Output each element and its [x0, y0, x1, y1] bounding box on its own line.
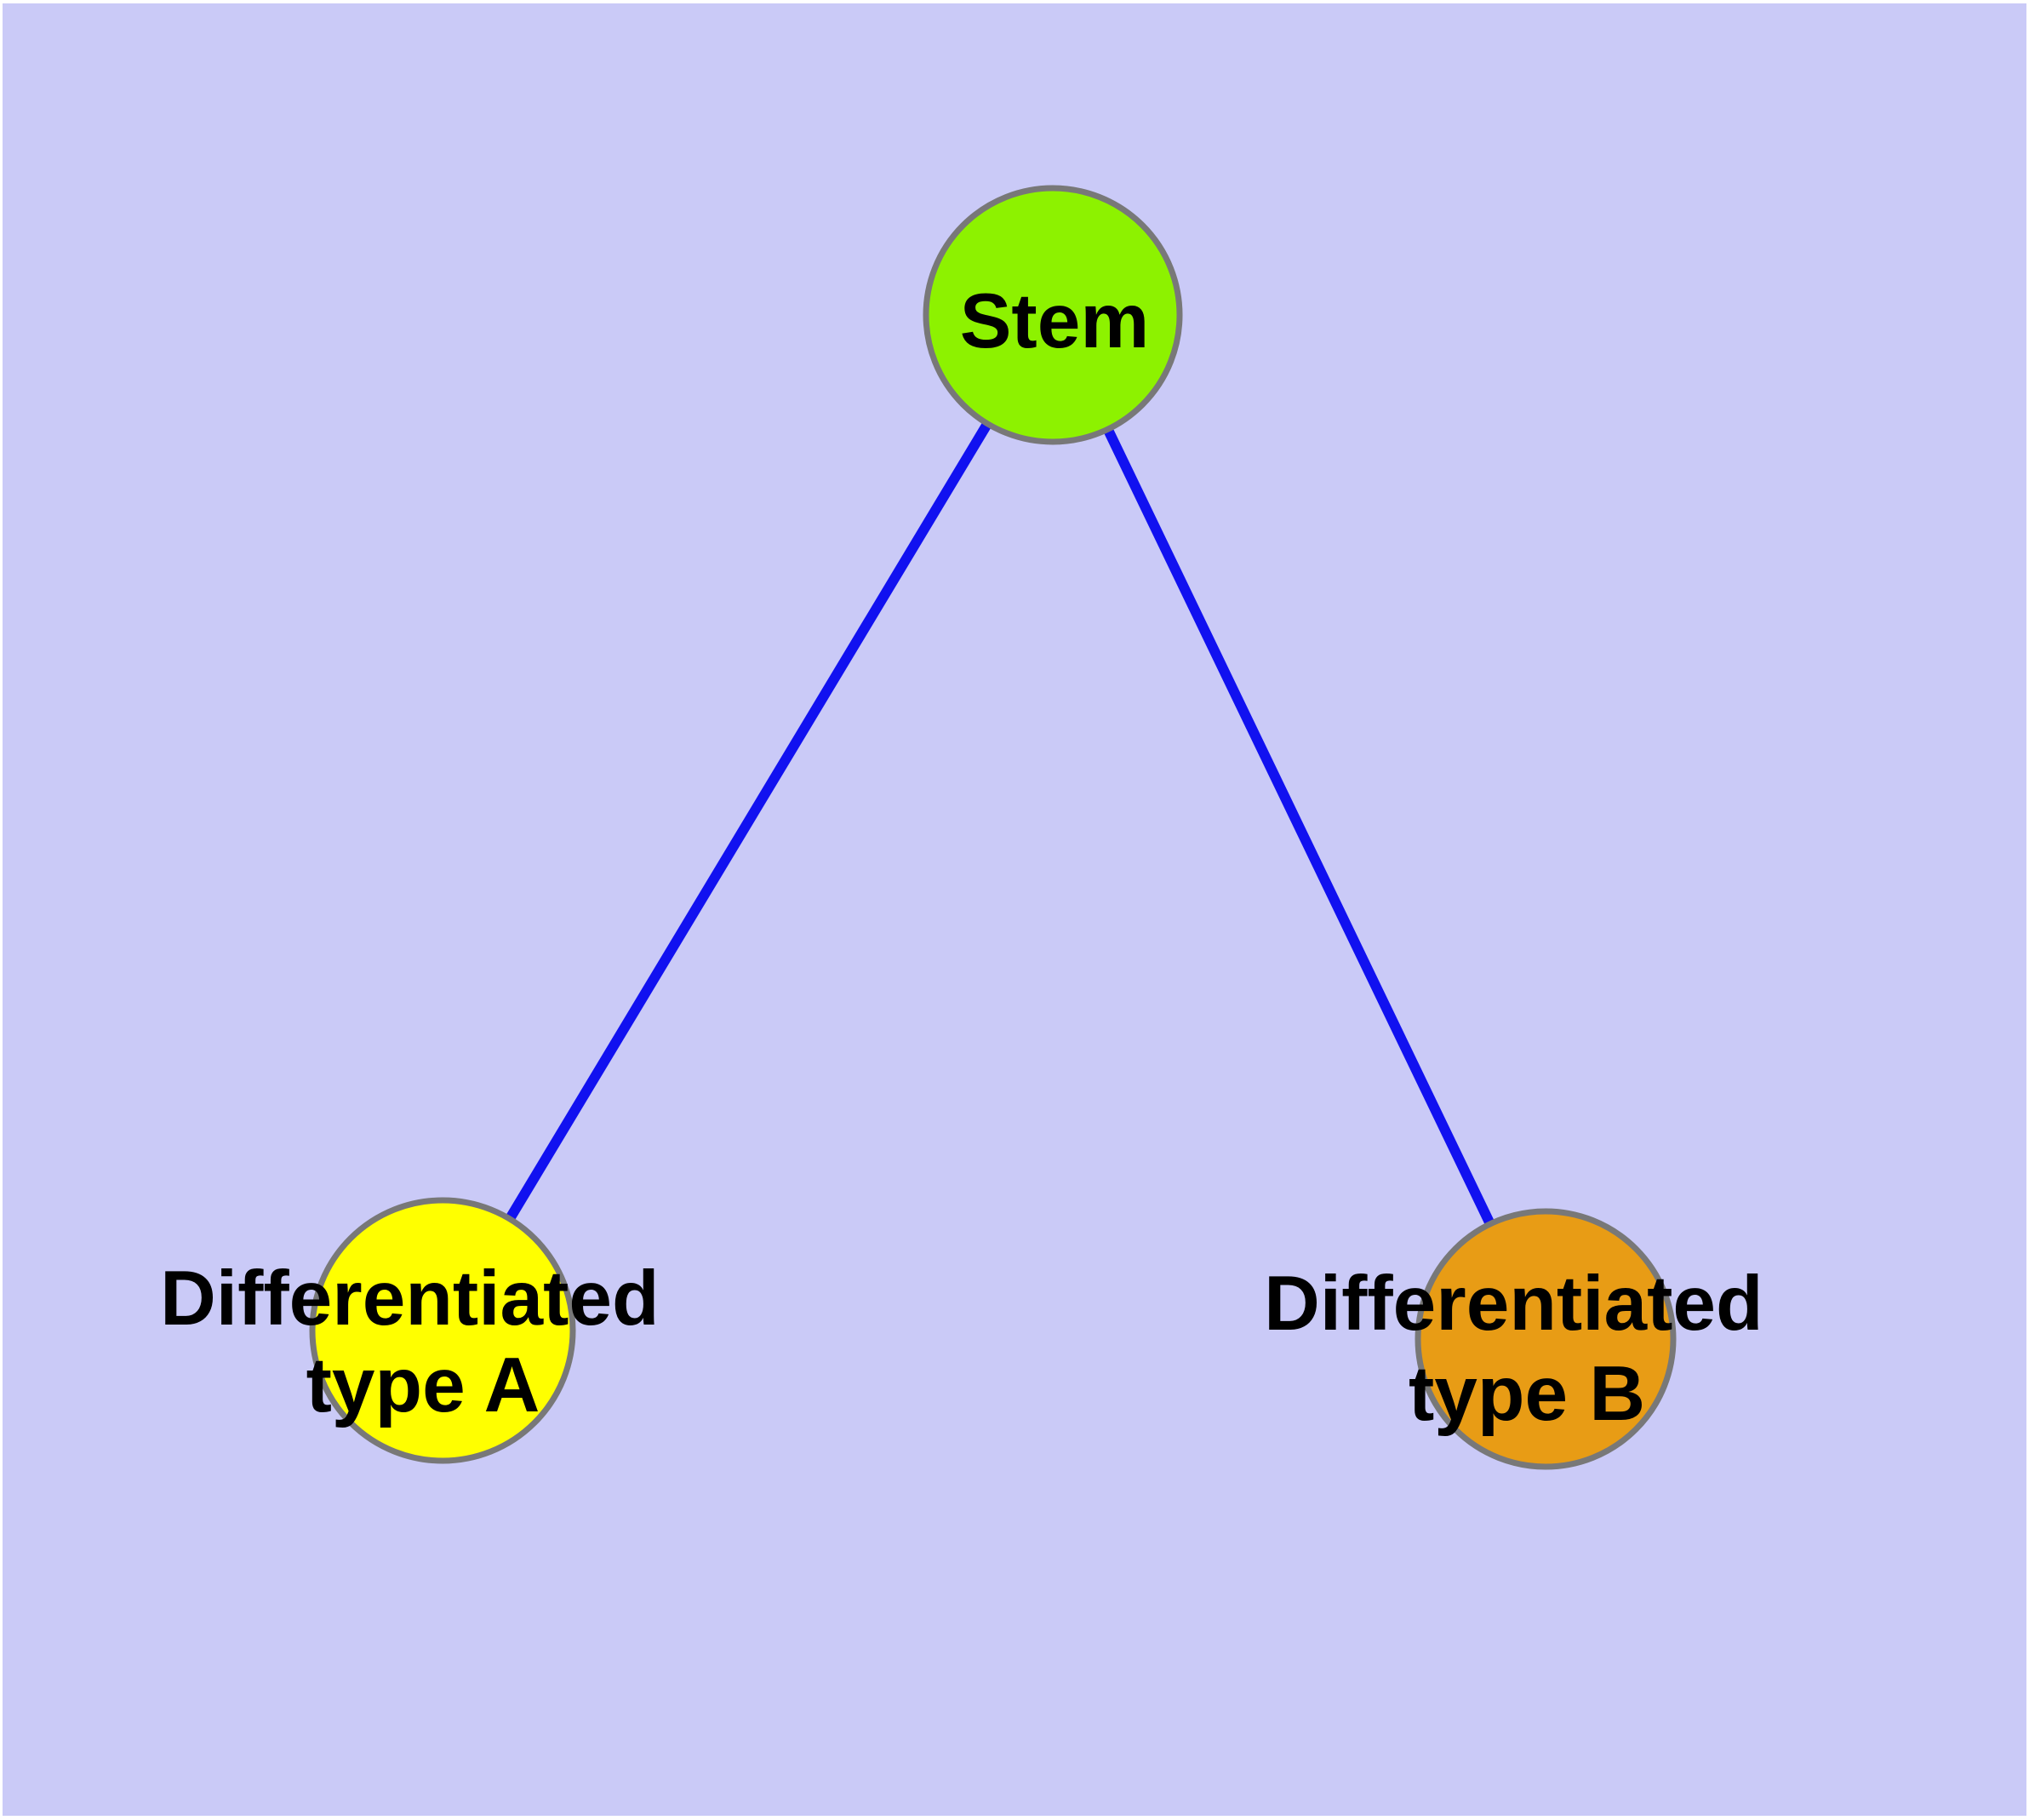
node-differentiated-type-a: Differentiated type A — [160, 1197, 681, 1464]
edge-stem-to-type-b — [1048, 312, 1551, 1342]
node-stem-label: Stem — [960, 278, 1150, 364]
node-stem: Stem — [923, 185, 1183, 445]
node-stem-circle — [923, 185, 1183, 445]
node-differentiated-type-a-label-line1: Differentiated — [160, 1256, 660, 1342]
node-differentiated-type-b-label: Differentiated type B — [1264, 1261, 1785, 1437]
node-differentiated-type-a-label-line2: type A — [306, 1342, 540, 1428]
node-differentiated-type-a-label: Differentiated type A — [160, 1256, 681, 1428]
edge-stem-to-type-a — [437, 312, 1058, 1334]
node-differentiated-type-a-circle — [309, 1197, 576, 1464]
node-differentiated-type-b-label-line1: Differentiated — [1264, 1261, 1763, 1347]
node-differentiated-type-b-circle — [1415, 1208, 1677, 1470]
node-differentiated-type-b: Differentiated type B — [1264, 1208, 1785, 1470]
node-differentiated-type-b-label-line2: type B — [1409, 1351, 1645, 1437]
